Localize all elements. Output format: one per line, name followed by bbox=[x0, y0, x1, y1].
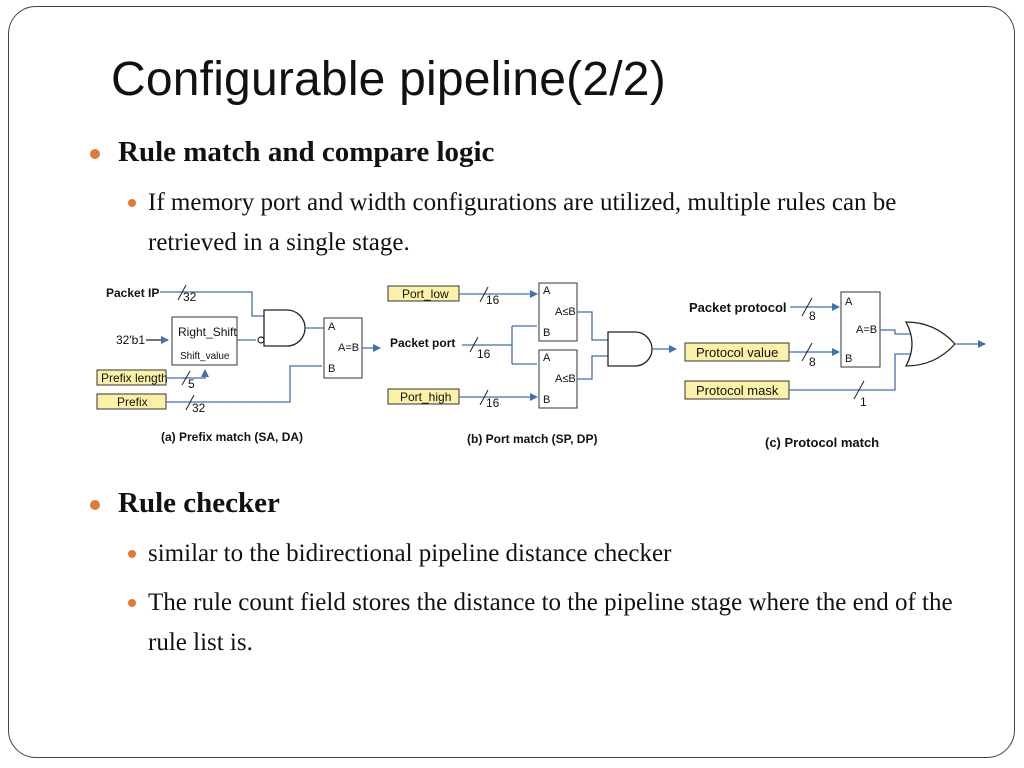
packet-port-wire bbox=[462, 325, 537, 365]
equality-comparator bbox=[840, 291, 881, 368]
port-match-circuit: Port_low 16 Packet port 16 Port_high 16 … bbox=[387, 282, 677, 446]
shifter-name: Right_Shift bbox=[178, 325, 237, 339]
bullet-heading: Rule match and compare logic bbox=[118, 136, 495, 168]
port-match-caption: (b) Port match (SP, DP) bbox=[467, 432, 597, 446]
sub-bullet-dot bbox=[128, 199, 136, 207]
packet-ip-wire bbox=[160, 291, 264, 317]
port-low-label: Port_low bbox=[402, 287, 449, 301]
bus-width-label: 32 bbox=[183, 290, 197, 304]
bus-width-label: 16 bbox=[486, 396, 500, 410]
comparator-input-b: B bbox=[845, 353, 852, 365]
sub-bullet-dot bbox=[128, 599, 136, 607]
bus-slash bbox=[185, 394, 195, 411]
prefix-length-label: Prefix length bbox=[101, 371, 168, 385]
bus-slash bbox=[801, 297, 813, 317]
comparator-op: A=B bbox=[856, 324, 877, 336]
slide-title: Configurable pipeline(2/2) bbox=[111, 53, 666, 106]
protocol-mask-label: Protocol mask bbox=[696, 383, 779, 398]
comparator-out-wire bbox=[880, 329, 912, 335]
right-shift-block bbox=[171, 316, 238, 366]
comparator-op: A=B bbox=[338, 342, 359, 354]
sub-bullet: If memory port and width configurations … bbox=[128, 183, 978, 263]
bullet-dot bbox=[90, 500, 100, 510]
comparator-input-a: A bbox=[328, 321, 336, 333]
and-gate bbox=[607, 331, 653, 367]
prefix-match-circuit: Packet IP 32 32'b1 Right_Shift Shift_val… bbox=[96, 284, 381, 444]
inverter-bubble bbox=[257, 336, 265, 344]
sub-bullet: The rule count field stores the distance… bbox=[128, 583, 978, 663]
protocol-match-caption: (c) Protocol match bbox=[765, 435, 879, 450]
comparator-input-b: B bbox=[543, 394, 550, 406]
packet-protocol-label: Packet protocol bbox=[689, 300, 787, 315]
bus-width-label: 32 bbox=[192, 401, 206, 415]
shifter-param: Shift_value bbox=[180, 351, 230, 362]
bus-width-label: 8 bbox=[809, 309, 816, 323]
comparator-input-b: B bbox=[543, 327, 550, 339]
prefix-match-caption: (a) Prefix match (SA, DA) bbox=[161, 430, 303, 444]
bullet-heading: Rule checker bbox=[118, 487, 280, 519]
bus-width-label: 16 bbox=[477, 347, 491, 361]
protocol-mask-wire bbox=[789, 353, 912, 391]
comparator-input-a: A bbox=[543, 352, 551, 364]
protocol-value-label: Protocol value bbox=[696, 345, 778, 360]
packet-ip-label: Packet IP bbox=[106, 286, 159, 300]
bus-slash bbox=[177, 284, 187, 301]
bus-slash bbox=[853, 380, 865, 400]
sub-bullet-text: similar to the bidirectional pipeline di… bbox=[148, 540, 672, 567]
prefix-length-wire bbox=[166, 369, 209, 379]
bus-slash bbox=[469, 336, 479, 353]
comparator-input-a: A bbox=[845, 296, 853, 308]
bus-width-label: 5 bbox=[188, 377, 195, 391]
lower-bound-comparator bbox=[538, 282, 578, 342]
upper-bound-comparator bbox=[538, 349, 578, 409]
bus-width-label: 16 bbox=[486, 293, 500, 307]
bus-slash bbox=[479, 389, 489, 406]
const-input-label: 32'b1 bbox=[116, 333, 145, 347]
equality-comparator bbox=[323, 317, 363, 379]
comparator-input-a: A bbox=[543, 285, 551, 297]
comparator-op: A≤B bbox=[555, 373, 576, 385]
packet-port-label: Packet port bbox=[390, 336, 455, 350]
slide-frame bbox=[8, 6, 1015, 758]
prefix-label: Prefix bbox=[117, 395, 148, 409]
bus-slash bbox=[479, 286, 489, 303]
sub-bullet: similar to the bidirectional pipeline di… bbox=[128, 534, 978, 574]
comparator-op: A≤B bbox=[555, 306, 576, 318]
or-gate bbox=[904, 321, 956, 367]
bullet-dot bbox=[90, 149, 100, 159]
sub-bullet-dot bbox=[128, 550, 136, 558]
bus-slash bbox=[801, 342, 813, 362]
prefix-wire bbox=[166, 365, 322, 403]
bus-width-label: 8 bbox=[809, 355, 816, 369]
sub-bullet-text: The rule count field stores the distance… bbox=[148, 589, 953, 656]
and-gate bbox=[263, 309, 306, 347]
protocol-match-circuit: Packet protocol 8 Protocol value 8 Proto… bbox=[684, 291, 986, 450]
sub-bullet-text: If memory port and width configurations … bbox=[148, 189, 897, 256]
bullet-rule-match: Rule match and compare logic bbox=[90, 136, 494, 169]
comparator-input-b: B bbox=[328, 363, 335, 375]
comparator-out-wires bbox=[577, 311, 608, 380]
bus-slash bbox=[181, 370, 191, 386]
bullet-rule-checker: Rule checker bbox=[90, 487, 280, 520]
port-high-label: Port_high bbox=[400, 390, 451, 404]
bus-width-label: 1 bbox=[860, 395, 867, 409]
